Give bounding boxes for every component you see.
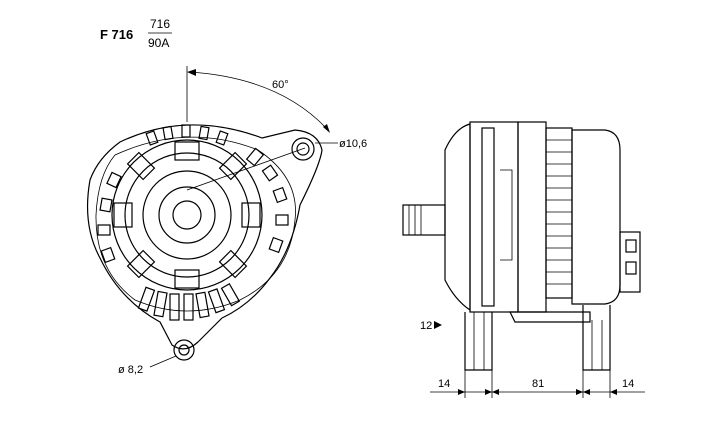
- top-ear-boss: [291, 137, 315, 161]
- side-view: 12 14 81 14: [402, 121, 645, 398]
- bottom-ear-boss: [173, 339, 195, 361]
- dim-middle-label: 81: [532, 378, 544, 390]
- terminal-connector: [619, 231, 641, 293]
- hole-bottom-label: ø 8,2: [118, 364, 143, 376]
- rear-cover: [571, 129, 621, 305]
- housing-outline: [86, 124, 323, 350]
- ventilation-slots: [97, 124, 289, 321]
- dim-right-label: 14: [622, 378, 634, 390]
- offset-arrow: [434, 321, 442, 329]
- outer-ring: [111, 139, 263, 291]
- angle-arrow-left: [187, 69, 196, 76]
- angle-arrow-right: [323, 124, 330, 133]
- rear-mounting-foot: [582, 305, 611, 371]
- hole-top-label: ø10,6: [339, 138, 367, 150]
- housing-inner-rim: [95, 136, 296, 312]
- model-title: F 716: [100, 27, 133, 42]
- front-housing: [444, 123, 471, 312]
- stator-inner: [500, 169, 513, 261]
- shaft-center: [172, 200, 202, 230]
- angle-label: 60°: [272, 79, 289, 91]
- stator: [517, 121, 547, 313]
- fraction-numerator: 716: [150, 17, 170, 31]
- cooling-fins: [545, 127, 573, 299]
- fraction-denominator: 90A: [148, 36, 169, 50]
- spokes: [113, 141, 261, 289]
- inner-ring: [124, 152, 250, 278]
- front-view: 60° ø10,6 ø 8,2: [86, 66, 367, 376]
- offset-label: 12: [420, 320, 432, 332]
- hole-bottom-leader: [149, 355, 177, 368]
- front-rib: [481, 127, 495, 307]
- front-mounting-foot: [464, 312, 493, 371]
- top-mounting-hole: [296, 142, 310, 156]
- bearing-housing: [142, 170, 232, 260]
- angle-arc: [189, 71, 329, 131]
- bracket: [509, 311, 591, 323]
- pulley-hub: [158, 186, 216, 244]
- bottom-mounting-hole: [178, 344, 190, 356]
- dim-left-label: 14: [438, 378, 450, 390]
